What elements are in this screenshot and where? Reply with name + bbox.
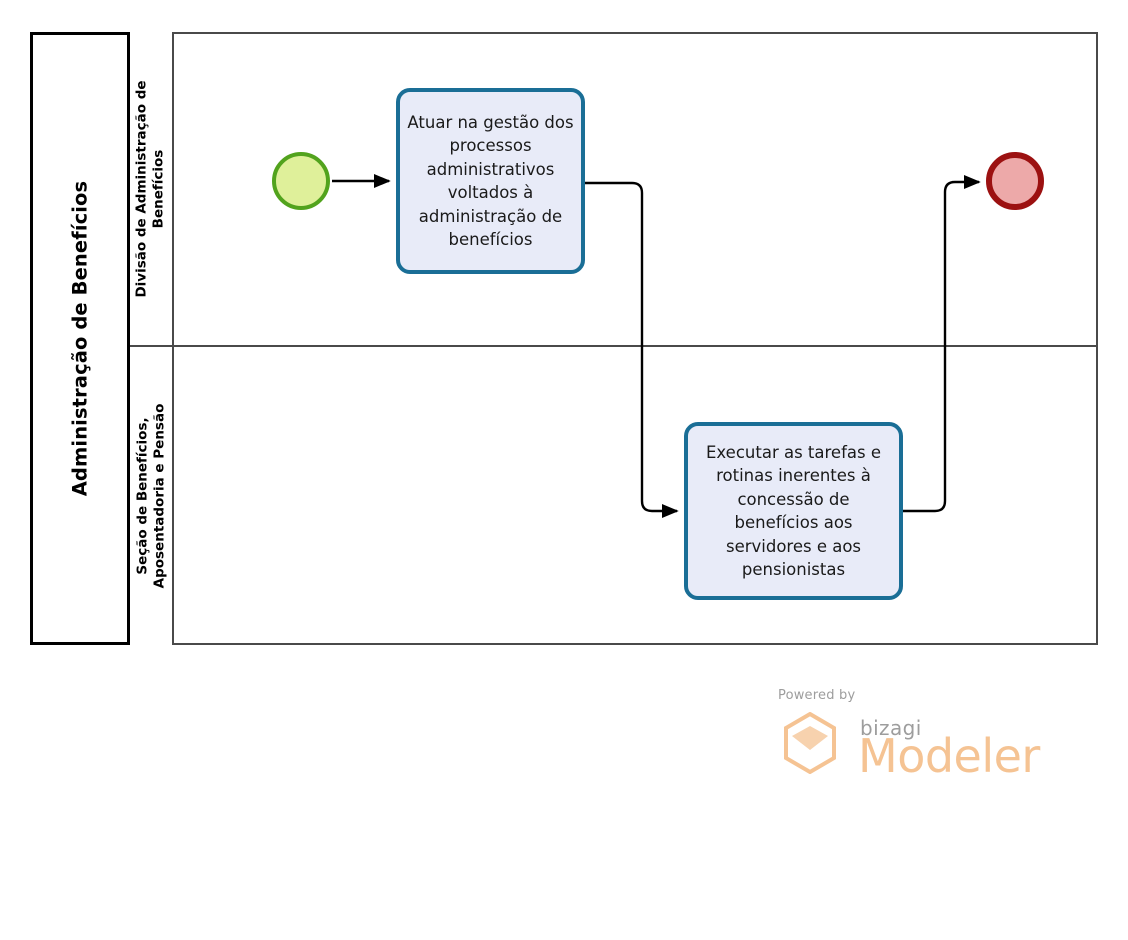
- task-2-label: Executar as tarefas e rotinas inerentes …: [706, 442, 881, 580]
- lane-label-secao-line1: Seção de Benefícios,: [134, 417, 151, 575]
- pool-header[interactable]: Administração de Benefícios: [30, 32, 130, 645]
- pool-title: Administração de Benefícios: [68, 180, 92, 497]
- lane-label-divisao-line1: Divisão de Administração de: [134, 79, 151, 298]
- bizagi-hexagon-logo-icon: [784, 712, 836, 774]
- task-executar-as-tarefas-e-rotinas[interactable]: Executar as tarefas e rotinas inerentes …: [684, 422, 903, 600]
- watermark-powered-by-text: Powered by: [778, 688, 856, 703]
- lane-secao-de-beneficios-aposentadoria-e-pensao[interactable]: Seção de Benefícios,Aposentadoria e Pens…: [130, 347, 1098, 645]
- lane-header-secao[interactable]: Seção de Benefícios,Aposentadoria e Pens…: [130, 347, 174, 645]
- lane-label-secao-line2: Aposentadoria e Pensão: [151, 403, 168, 589]
- lane-label-divisao-line2: Benefícios: [151, 149, 168, 228]
- watermark-modeler-text: Modeler: [858, 729, 1040, 783]
- bizagi-modeler-watermark: Powered by bizagi Modeler: [778, 688, 1040, 788]
- watermark-bizagi-text: bizagi: [860, 716, 922, 740]
- start-event[interactable]: [272, 152, 330, 210]
- lane-label-secao: Seção de Benefícios,Aposentadoria e Pens…: [134, 404, 168, 589]
- task-atuar-na-gestao-dos-processos[interactable]: Atuar na gestão dos processos administra…: [396, 88, 585, 274]
- task-1-label: Atuar na gestão dos processos administra…: [407, 112, 574, 250]
- end-event[interactable]: [986, 152, 1044, 210]
